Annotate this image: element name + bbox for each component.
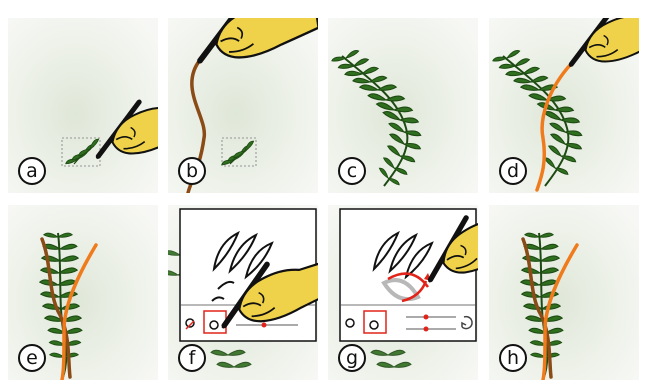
panel-label: c xyxy=(338,157,366,185)
panel-e: e xyxy=(8,205,158,380)
panel-label: g xyxy=(338,344,366,372)
panel-label: e xyxy=(18,344,46,372)
panel-label: d xyxy=(499,157,527,185)
panel-c: c xyxy=(328,18,478,193)
panel-d: d xyxy=(489,18,639,193)
panel-label: b xyxy=(178,157,206,185)
panel-g: g xyxy=(328,205,478,380)
panel-a: a xyxy=(8,18,158,193)
panel-f: f xyxy=(168,205,318,380)
panel-label: a xyxy=(18,157,46,185)
panel-label: f xyxy=(178,344,206,372)
panel-b: b xyxy=(168,18,318,193)
panel-label: h xyxy=(499,344,527,372)
panel-h: h xyxy=(489,205,639,380)
